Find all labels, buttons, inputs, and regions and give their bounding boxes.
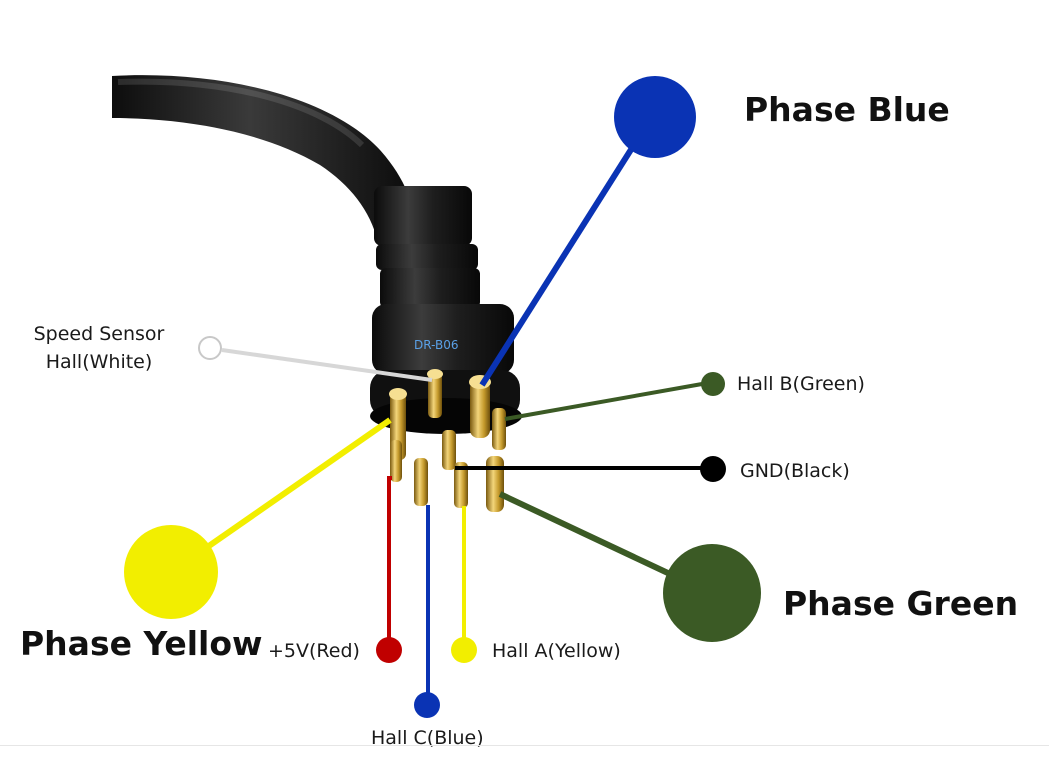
vcc-callout: [376, 476, 402, 663]
cable: [112, 75, 418, 242]
hall-a-label: Hall A(Yellow): [492, 640, 621, 662]
speed-sensor-marker: [198, 336, 222, 360]
phase-yellow-label: Phase Yellow: [20, 624, 263, 663]
pin-speed-sensor: [427, 369, 443, 418]
vcc-label: +5V(Red): [268, 640, 360, 662]
phase-yellow-marker: [124, 525, 218, 619]
pin-gnd: [442, 430, 456, 470]
bottom-divider: [0, 745, 1049, 746]
speed-sensor-label-line2: Hall(White): [45, 351, 153, 373]
hall-a-callout: [451, 506, 477, 663]
gnd-marker: [700, 456, 726, 482]
pin-phase-green: [486, 456, 504, 512]
pin-phase-blue: [469, 375, 491, 438]
phase-blue-label: Phase Blue: [744, 90, 950, 129]
hall-b-marker: [701, 372, 725, 396]
pin-hall-c: [414, 458, 428, 506]
pin-hall-b: [492, 408, 506, 450]
pin-vcc: [390, 440, 402, 482]
hall-b-label: Hall B(Green): [737, 373, 865, 395]
gnd-label: GND(Black): [740, 460, 850, 482]
phase-green-callout: [498, 491, 761, 642]
gnd-callout: [455, 456, 726, 482]
speed-sensor-callout: [198, 336, 433, 382]
speed-sensor-label-line1: Speed Sensor: [33, 323, 165, 345]
hall-c-marker: [414, 692, 440, 718]
hall-b-callout: [504, 372, 725, 421]
hall-c-label: Hall C(Blue): [371, 727, 484, 749]
phase-blue-marker: [614, 76, 696, 158]
phase-green-marker: [663, 544, 761, 642]
phase-green-label: Phase Green: [783, 584, 1019, 623]
hall-c-callout: [414, 505, 440, 718]
pin-hall-a: [454, 462, 468, 508]
phase-yellow-callout: [124, 417, 392, 619]
speed-sensor-label: Speed Sensor Hall(White): [24, 320, 174, 376]
connector-model-label: DR-B06: [414, 338, 459, 352]
phase-blue-callout: [479, 76, 696, 387]
hall-a-marker: [451, 637, 477, 663]
vcc-marker: [376, 637, 402, 663]
